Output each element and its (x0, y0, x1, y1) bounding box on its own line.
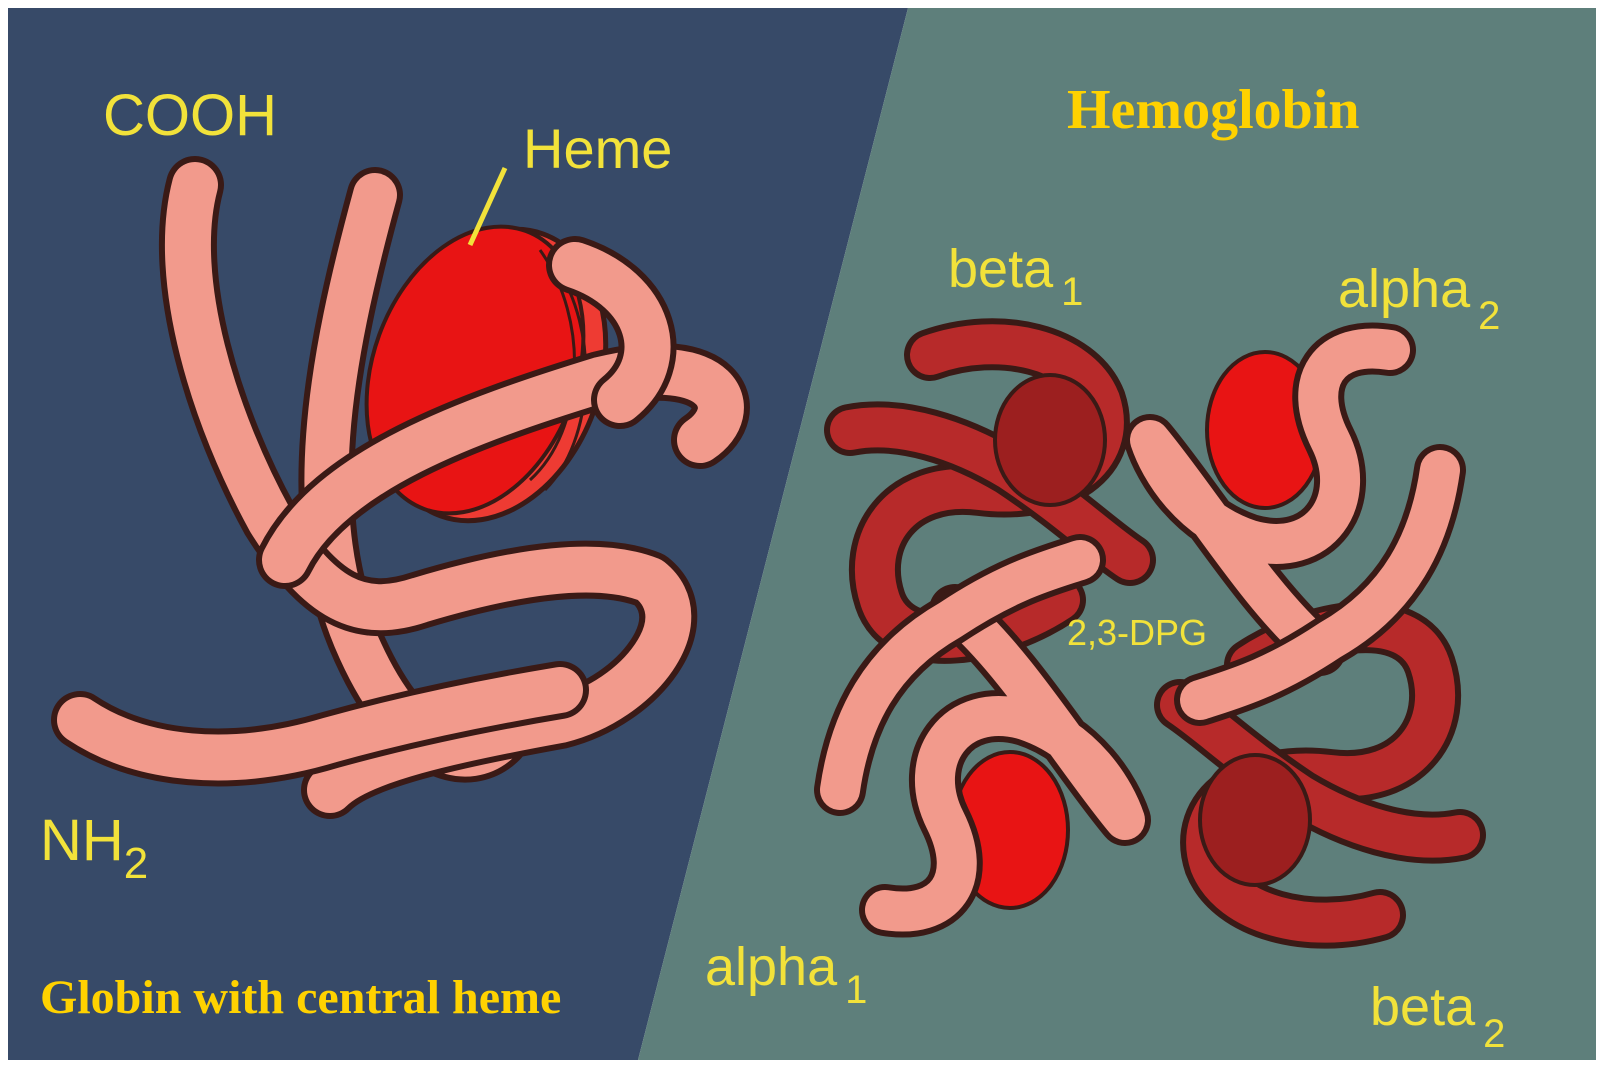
beta2-label-name: beta (1370, 977, 1476, 1037)
globin-caption: Globin with central heme (40, 971, 561, 1024)
beta1-label-subscript: 1 (1061, 270, 1083, 314)
beta1-label-name: beta (948, 239, 1054, 299)
nh2-label-text: NH (40, 808, 124, 873)
beta2-label-subscript: 2 (1483, 1012, 1505, 1056)
nh2-label-subscript: 2 (124, 839, 148, 888)
alpha1-label-subscript: 1 (845, 968, 867, 1012)
cooh-label: COOH (103, 83, 277, 148)
dpg-label: 2,3-DPG (1067, 612, 1207, 653)
hemoglobin-title: Hemoglobin (1067, 79, 1359, 141)
alpha2-label-name: alpha (1338, 259, 1471, 319)
alpha2-label-subscript: 2 (1478, 294, 1500, 338)
heme-label: Heme (523, 117, 672, 180)
alpha1-label-name: alpha (705, 937, 838, 997)
